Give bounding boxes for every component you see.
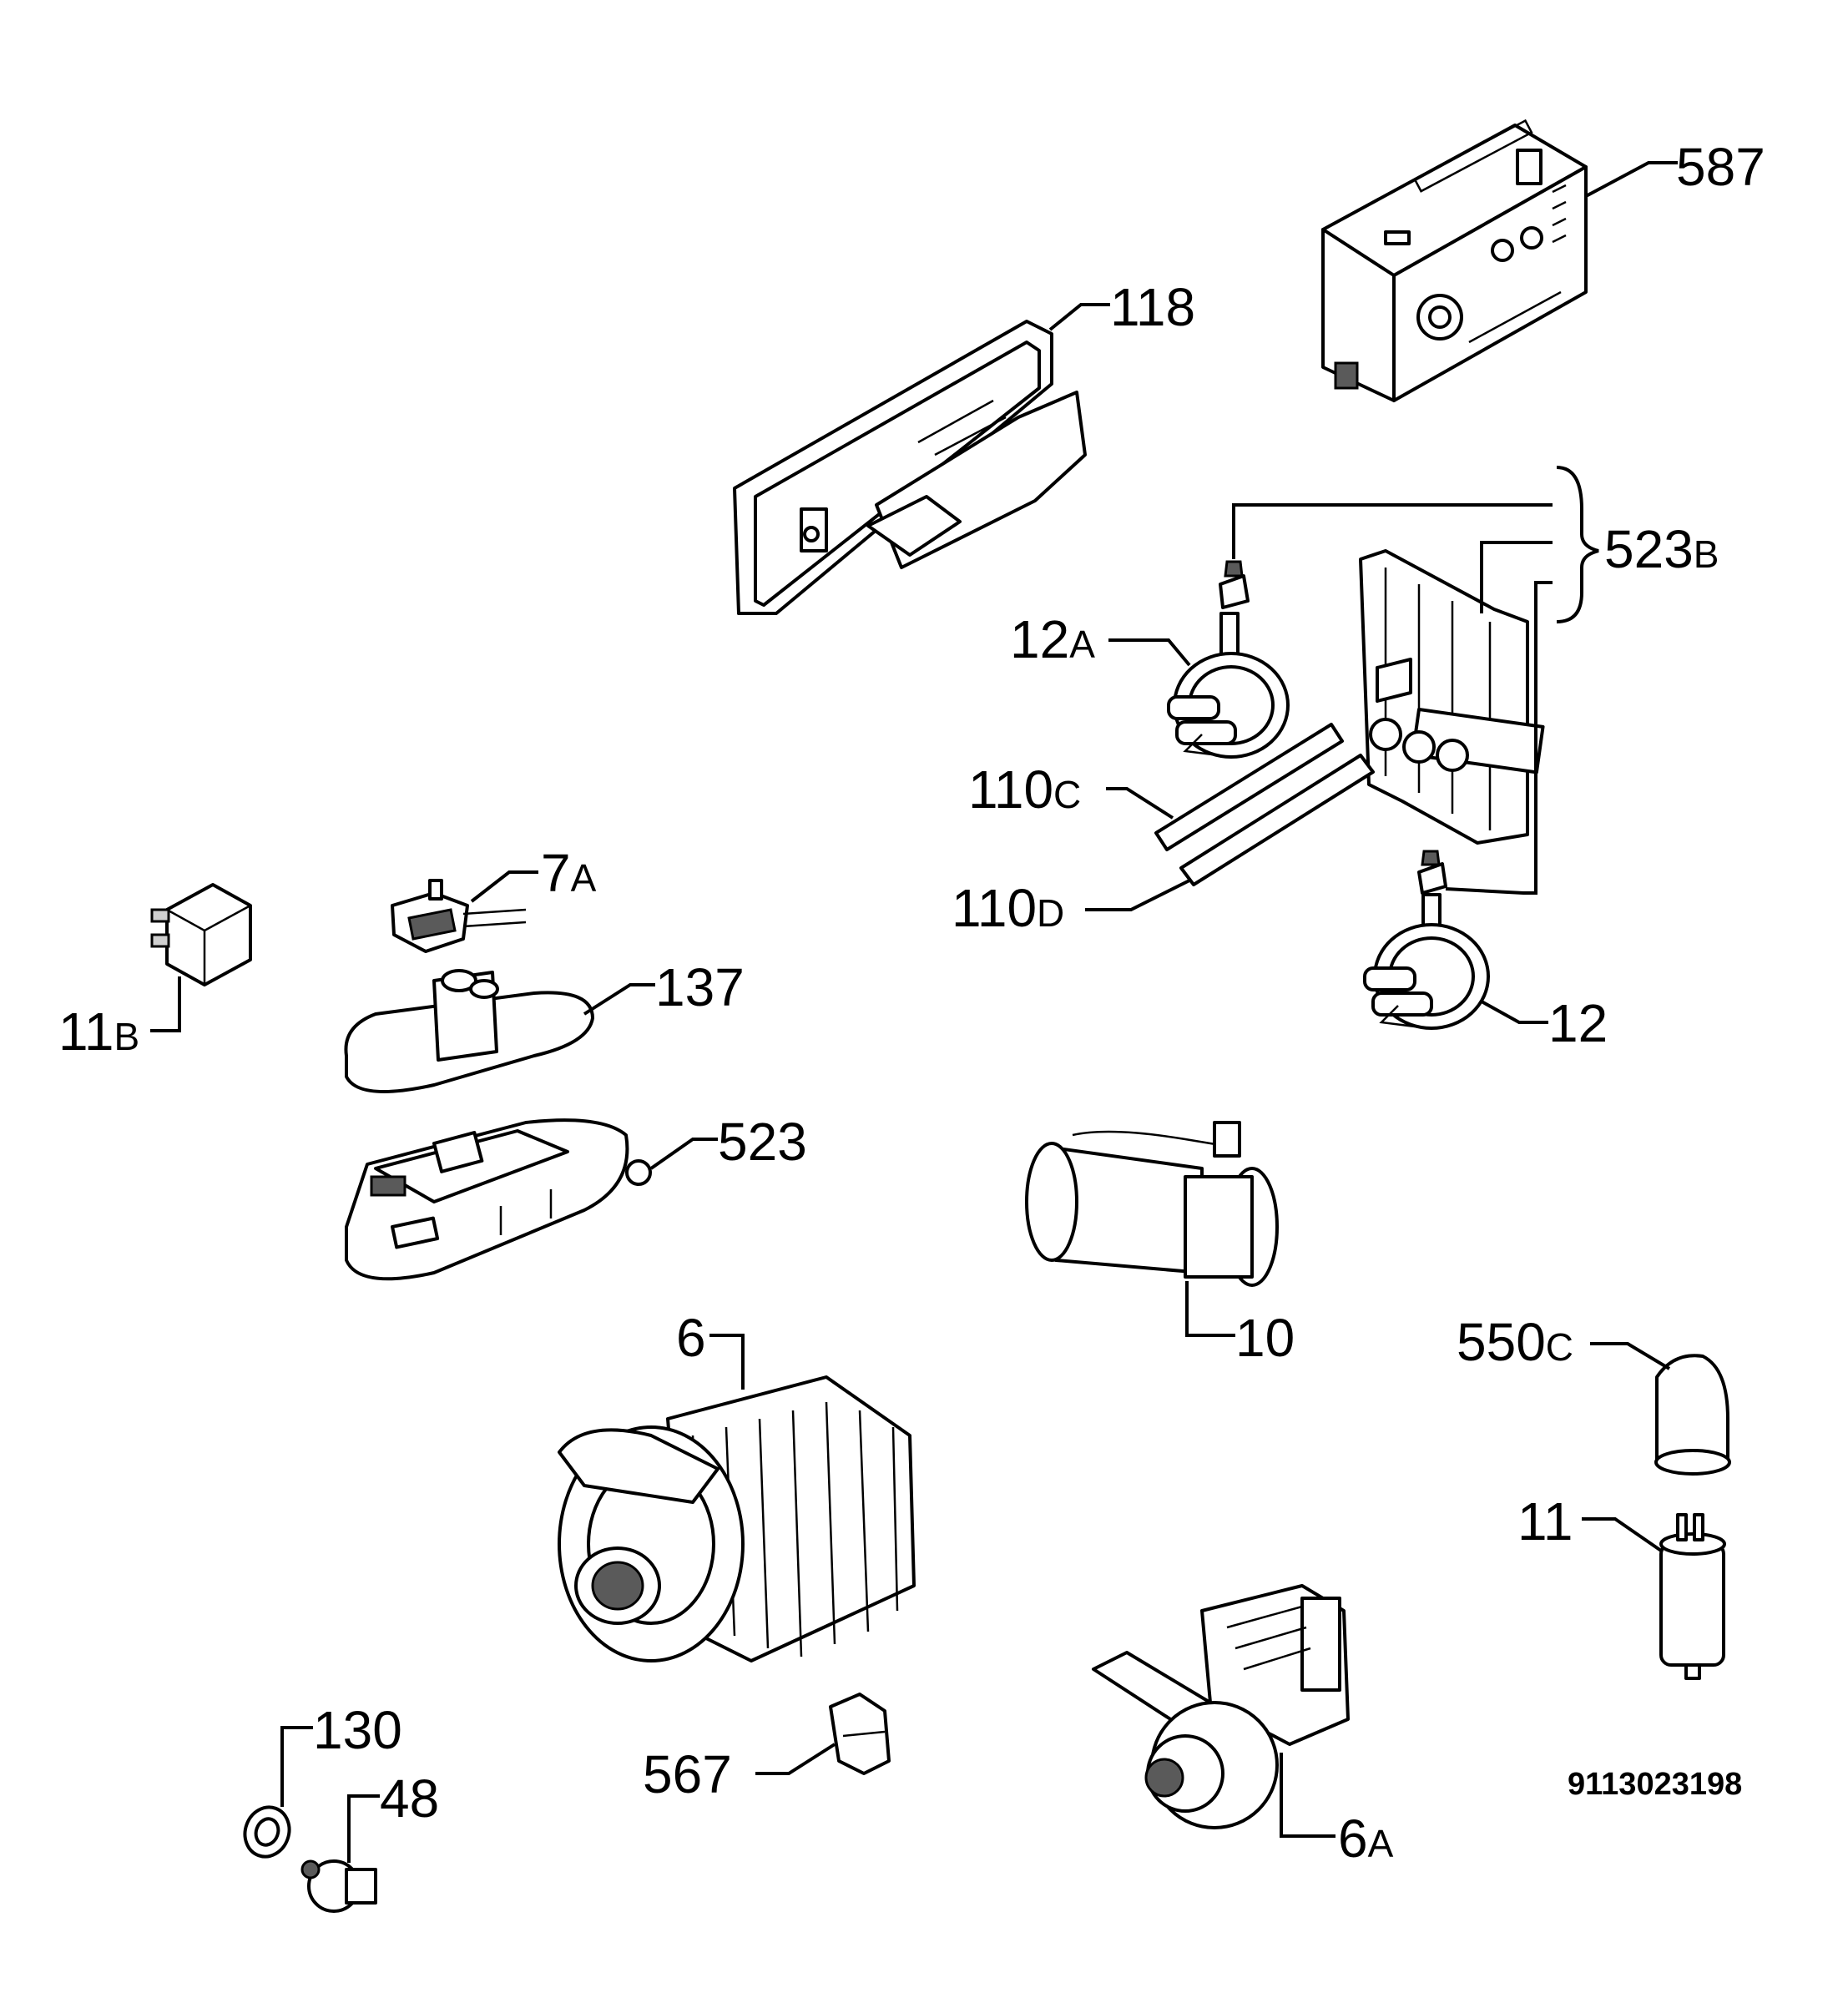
- part-523B-nozzle-lower[interactable]: [1417, 850, 1447, 895]
- part-137-cover[interactable]: [344, 969, 594, 1093]
- svg-text:10: 10: [1235, 1308, 1295, 1368]
- label-11B: 11B: [58, 976, 181, 1062]
- svg-text:6: 6: [676, 1308, 706, 1368]
- label-550C: 550C: [1457, 1312, 1671, 1372]
- part-7A-microswitch[interactable]: [391, 879, 527, 953]
- svg-text:550C: 550C: [1457, 1312, 1573, 1372]
- label-137: 137: [583, 957, 745, 1017]
- part-110D-hose[interactable]: [1179, 754, 1375, 886]
- label-587: 587: [1585, 137, 1765, 198]
- svg-text:12A: 12A: [1010, 609, 1095, 669]
- part-567-clip[interactable]: [829, 1693, 891, 1775]
- label-110D: 110D: [952, 878, 1190, 938]
- label-118: 118: [1048, 277, 1195, 337]
- drawing-number: 9113023198: [1568, 1767, 1742, 1802]
- part-12-pressure-switch[interactable]: [1363, 893, 1490, 1030]
- svg-text:587: 587: [1676, 137, 1765, 197]
- svg-text:523B: 523B: [1604, 519, 1719, 579]
- part-130-washer[interactable]: [238, 1801, 295, 1863]
- label-12A: 12A: [1010, 609, 1191, 669]
- label-523: 523: [649, 1112, 807, 1172]
- part-523-base[interactable]: [345, 1118, 652, 1281]
- svg-text:6A: 6A: [1338, 1809, 1394, 1869]
- label-6A: 6A: [1280, 1753, 1394, 1869]
- svg-text:118: 118: [1110, 277, 1195, 337]
- label-523B: 523B: [1232, 466, 1719, 895]
- svg-text:11: 11: [1517, 1491, 1573, 1551]
- label-567: 567: [643, 1743, 836, 1804]
- label-12: 12: [1481, 993, 1608, 1053]
- part-110C-hose[interactable]: [1154, 723, 1344, 851]
- part-550C-capacitor-cap[interactable]: [1654, 1354, 1731, 1476]
- svg-text:11B: 11B: [58, 1002, 139, 1062]
- label-7A: 7A: [470, 843, 597, 903]
- svg-text:12: 12: [1548, 993, 1608, 1053]
- label-6: 6: [676, 1308, 745, 1390]
- label-11: 11: [1517, 1491, 1663, 1552]
- part-118-detergent-dispenser[interactable]: [733, 320, 1087, 615]
- part-10-heater[interactable]: [1025, 1121, 1279, 1287]
- svg-text:137: 137: [655, 957, 745, 1017]
- svg-text:110C: 110C: [968, 759, 1081, 820]
- part-48-plug[interactable]: [300, 1859, 377, 1913]
- label-48: 48: [347, 1768, 439, 1863]
- label-130: 130: [280, 1700, 402, 1807]
- svg-text:523: 523: [718, 1112, 807, 1172]
- svg-text:130: 130: [313, 1700, 402, 1760]
- svg-text:110D: 110D: [952, 878, 1064, 938]
- part-6A-drain-pump[interactable]: [1092, 1584, 1350, 1829]
- label-10: 10: [1185, 1281, 1295, 1368]
- svg-text:567: 567: [643, 1744, 732, 1804]
- svg-text:7A: 7A: [541, 843, 597, 903]
- part-11B-relay[interactable]: [150, 883, 252, 986]
- label-110C: 110C: [968, 759, 1174, 820]
- part-523B-nozzle-upper[interactable]: [1219, 560, 1250, 609]
- part-523B-pressure-switch-kit[interactable]: [1359, 549, 1545, 845]
- svg-text:48: 48: [380, 1768, 439, 1829]
- part-587-control-module[interactable]: [1321, 119, 1588, 402]
- part-11-capacitor[interactable]: [1659, 1513, 1726, 1680]
- part-12A-pressure-switch[interactable]: [1167, 612, 1290, 759]
- part-6-circulation-pump[interactable]: [558, 1375, 916, 1662]
